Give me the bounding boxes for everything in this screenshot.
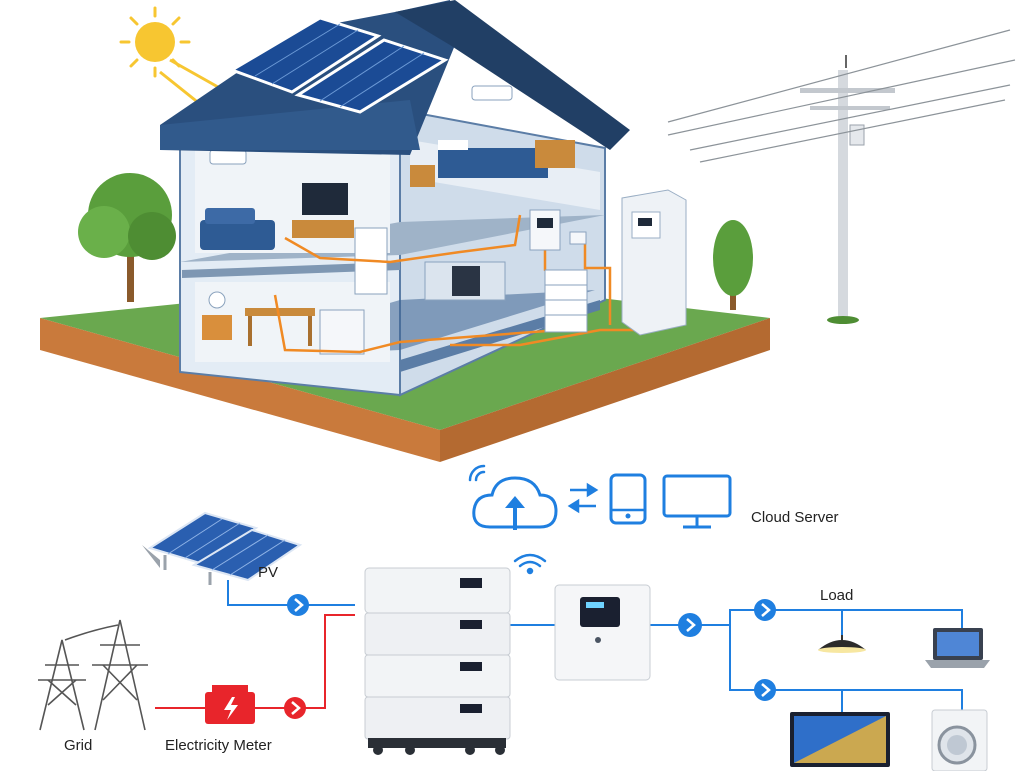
hybrid-inverter — [554, 584, 651, 681]
washing-machine-icon — [931, 709, 988, 772]
utility-pole-icon — [667, 29, 1016, 324]
pv-panels — [142, 511, 303, 585]
electricity-meter-icon — [205, 685, 255, 724]
grid-label: Grid — [64, 737, 92, 754]
flow-arrow-load-bottom — [754, 679, 776, 701]
cloud-upload-icon — [472, 476, 558, 530]
house-roof — [160, 0, 630, 155]
tree-right — [713, 220, 753, 310]
flow-arrow-grid — [284, 697, 306, 719]
pendant-lamp-icon — [818, 635, 866, 653]
transmission-tower-icon — [38, 619, 148, 731]
flow-arrow-load-top — [754, 599, 776, 621]
flow-arrow-inverter — [678, 613, 702, 637]
outdoor-meter-cabinet — [621, 189, 687, 336]
roof-solar-panels — [228, 16, 449, 114]
tv-icon — [790, 712, 890, 767]
monitor-icon — [662, 474, 732, 529]
phone-icon — [609, 473, 647, 525]
flow-arrow-pv — [287, 594, 309, 616]
pv-label: PV — [258, 564, 278, 581]
sync-arrows-icon — [567, 482, 599, 514]
tree-left — [78, 173, 176, 302]
wifi-icon — [468, 464, 486, 482]
cloud-server-label: Cloud Server — [751, 509, 839, 526]
house-inverter-battery — [529, 209, 588, 333]
load-label: Load — [820, 587, 853, 604]
wifi-icon — [513, 553, 547, 575]
battery-stack — [364, 567, 511, 755]
electricity-meter-label: Electricity Meter — [165, 737, 272, 754]
red-connection-lines — [155, 614, 355, 709]
laptop-icon — [925, 628, 990, 668]
